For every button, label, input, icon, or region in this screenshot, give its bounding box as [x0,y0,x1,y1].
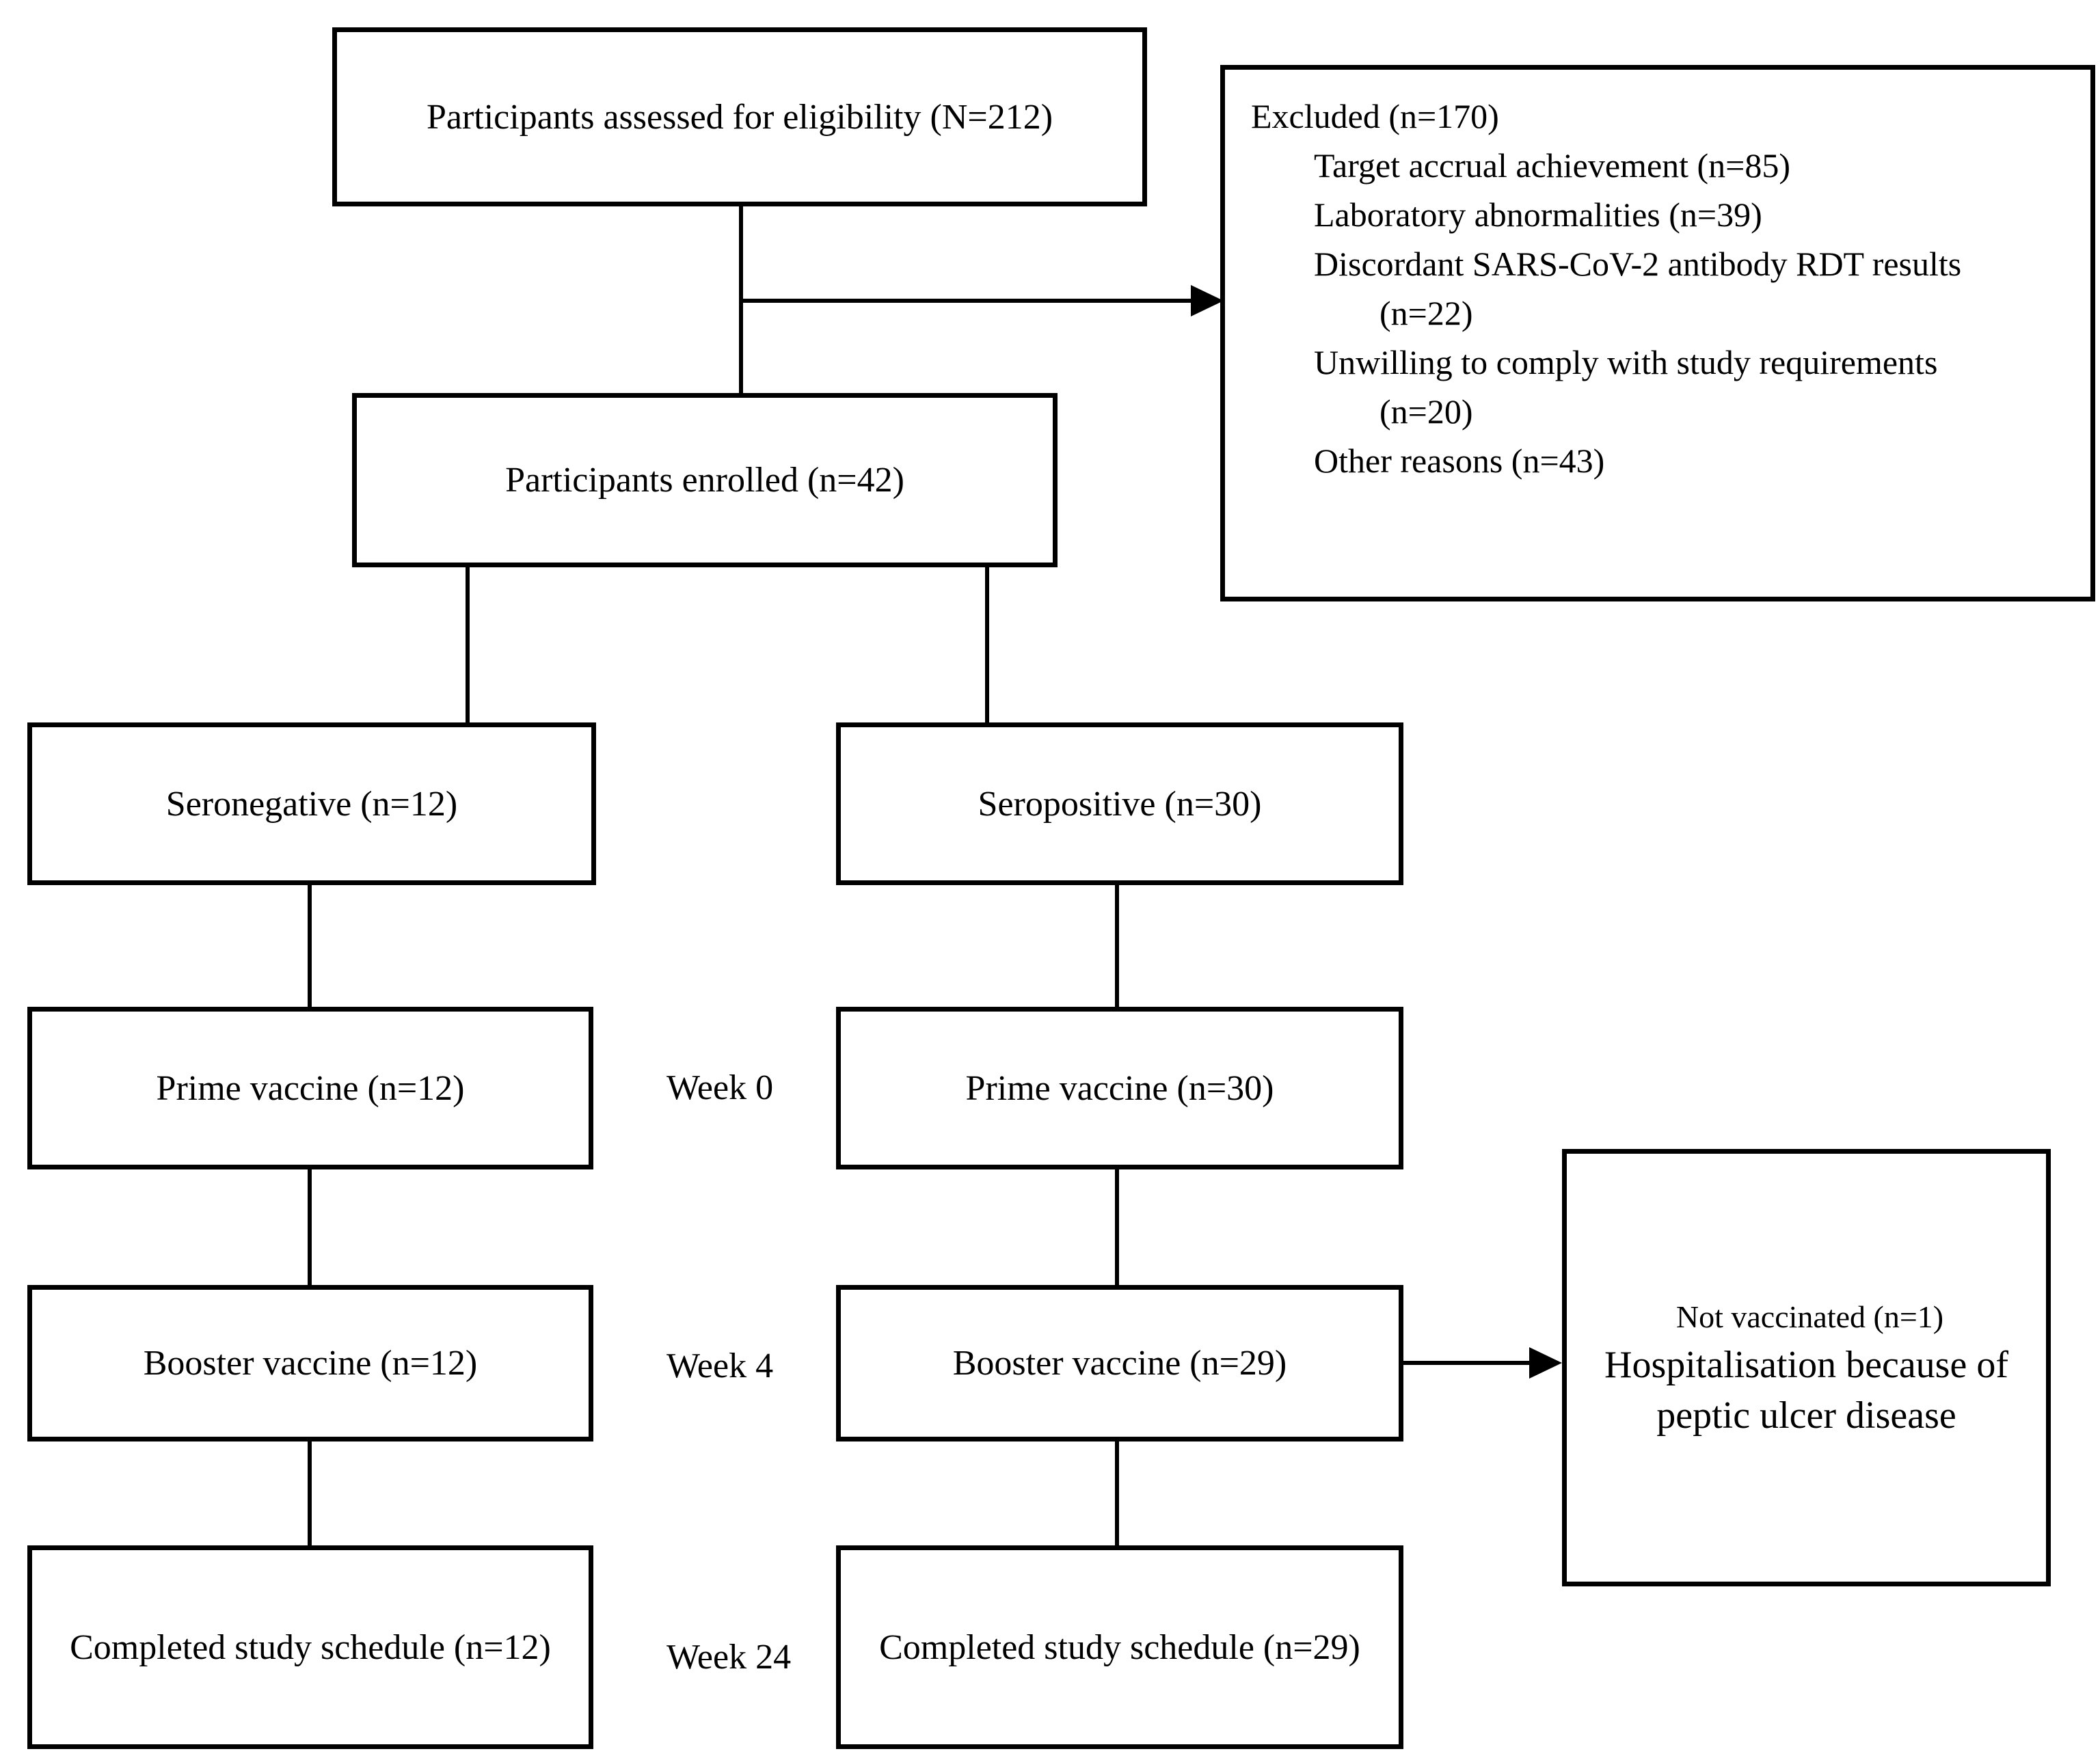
enrolled-label: Participants enrolled (n=42) [505,461,904,500]
excluded-item: Unwilling to comply with study requireme… [1314,343,1938,381]
connector-enrolled-seronegative [466,564,470,727]
seronegative-box: Seronegative (n=12) [27,722,596,885]
arrowhead-notvaccinated-icon [1529,1347,1562,1379]
connector-seropositive-prime [1115,882,1119,1012]
assessed-box: Participants assessed for eligibility (N… [332,27,1147,206]
not-vaccinated-box: Not vaccinated (n=1) Hospitalisation bec… [1562,1149,2051,1586]
seropositive-label: Seropositive (n=30) [978,784,1262,824]
connector-enrolled-seropositive [985,564,989,727]
not-vaccinated-reason-line1: Hospitalisation because of [1604,1344,2008,1386]
not-vaccinated-reason-line2: peptic ulcer disease [1656,1394,1956,1437]
completed-right-box: Completed study schedule (n=29) [836,1545,1403,1749]
connector-seronegative-prime [308,882,312,1012]
booster-right-box: Booster vaccine (n=29) [836,1285,1403,1441]
seropositive-box: Seropositive (n=30) [836,722,1403,885]
enrolled-box: Participants enrolled (n=42) [352,393,1058,567]
excluded-item-continuation: (n=20) [1379,392,1473,431]
week-label-24: Week 24 [667,1638,792,1677]
prime-left-box: Prime vaccine (n=12) [27,1007,593,1169]
excluded-item: Target accrual achievement (n=85) [1314,146,1791,185]
excluded-item: Other reasons (n=43) [1314,442,1605,480]
completed-left-label: Completed study schedule (n=12) [70,1627,551,1667]
excluded-box: Excluded (n=170) Target accrual achievem… [1220,65,2095,601]
assessed-label: Participants assessed for eligibility (N… [426,97,1053,137]
excluded-item: Discordant SARS-CoV-2 antibody RDT resul… [1314,245,1962,283]
not-vaccinated-label: Not vaccinated (n=1) [1675,1299,1944,1334]
prime-right-box: Prime vaccine (n=30) [836,1007,1403,1169]
booster-left-label: Booster vaccine (n=12) [143,1344,478,1383]
week-label-0: Week 0 [667,1068,774,1107]
connector-excluded-line [741,299,1192,303]
prime-right-label: Prime vaccine (n=30) [965,1068,1274,1108]
booster-left-box: Booster vaccine (n=12) [27,1285,593,1441]
excluded-item: Laboratory abnormalities (n=39) [1314,195,1762,234]
completed-right-label: Completed study schedule (n=29) [879,1627,1360,1667]
connector-prime-booster-left [308,1166,312,1289]
week-label-4: Week 4 [667,1346,774,1385]
excluded-item-continuation: (n=22) [1379,294,1473,332]
excluded-title: Excluded (n=170) [1251,97,1499,135]
arrowhead-excluded-icon [1191,285,1224,316]
connector-booster-completed-left [308,1437,312,1550]
prime-left-label: Prime vaccine (n=12) [156,1068,465,1108]
connector-prime-booster-right [1115,1166,1119,1289]
completed-left-box: Completed study schedule (n=12) [27,1545,593,1749]
connector-booster-notvaccinated [1401,1361,1533,1365]
connector-booster-completed-right [1115,1437,1119,1550]
booster-right-label: Booster vaccine (n=29) [952,1344,1287,1383]
seronegative-label: Seronegative (n=12) [165,784,458,824]
